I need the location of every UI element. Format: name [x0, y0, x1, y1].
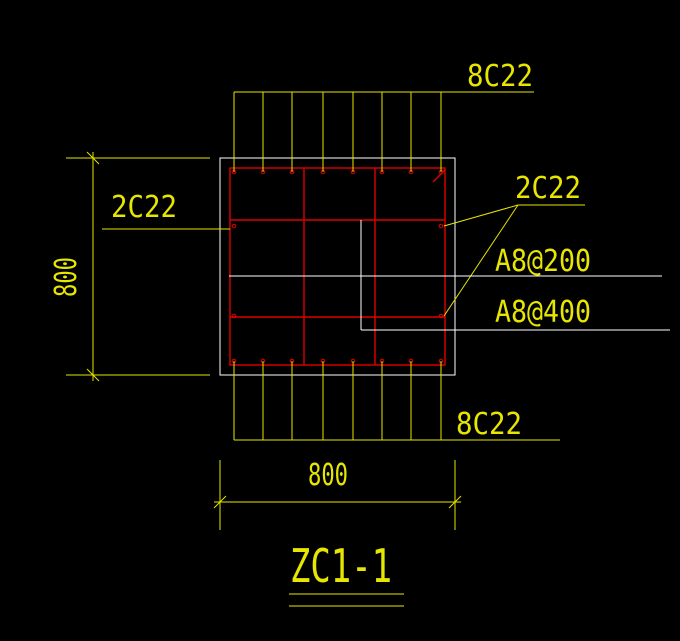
hdim-tick-left: [213, 495, 227, 509]
hdim-tick-right: [448, 495, 462, 509]
rebar-cage: [229, 167, 446, 366]
stirrup-200-label: A8@200: [495, 244, 591, 279]
vdim-tick-top: [86, 151, 100, 165]
width-dimension-label: 800: [308, 458, 348, 493]
bar-side-right-1: [438, 223, 444, 229]
longitudinal-bars: [231, 169, 444, 364]
section-title: ZC1-1: [290, 539, 392, 593]
outer-stirrup: [229, 167, 446, 366]
bar-side-right-2: [438, 313, 444, 319]
column-outline: [219, 157, 456, 376]
bar-side-left-2: [231, 313, 237, 319]
bar-side-left-1: [231, 223, 237, 229]
top-bars-label: 8C22: [467, 59, 533, 94]
height-dimension-label: 800: [49, 257, 84, 297]
stirrup-400-label: A8@400: [495, 295, 591, 330]
stirrup-leaders: [229, 220, 670, 331]
bottom-bars-label: 8C22: [456, 407, 522, 442]
left-side-bars-label: 2C22: [111, 190, 177, 225]
right-leader-upper: [443, 204, 519, 227]
annotations: [66, 91, 585, 607]
right-leader-lower: [443, 204, 519, 317]
right-side-bars-label: 2C22: [515, 171, 581, 206]
vdim-tick-bottom: [86, 368, 100, 382]
